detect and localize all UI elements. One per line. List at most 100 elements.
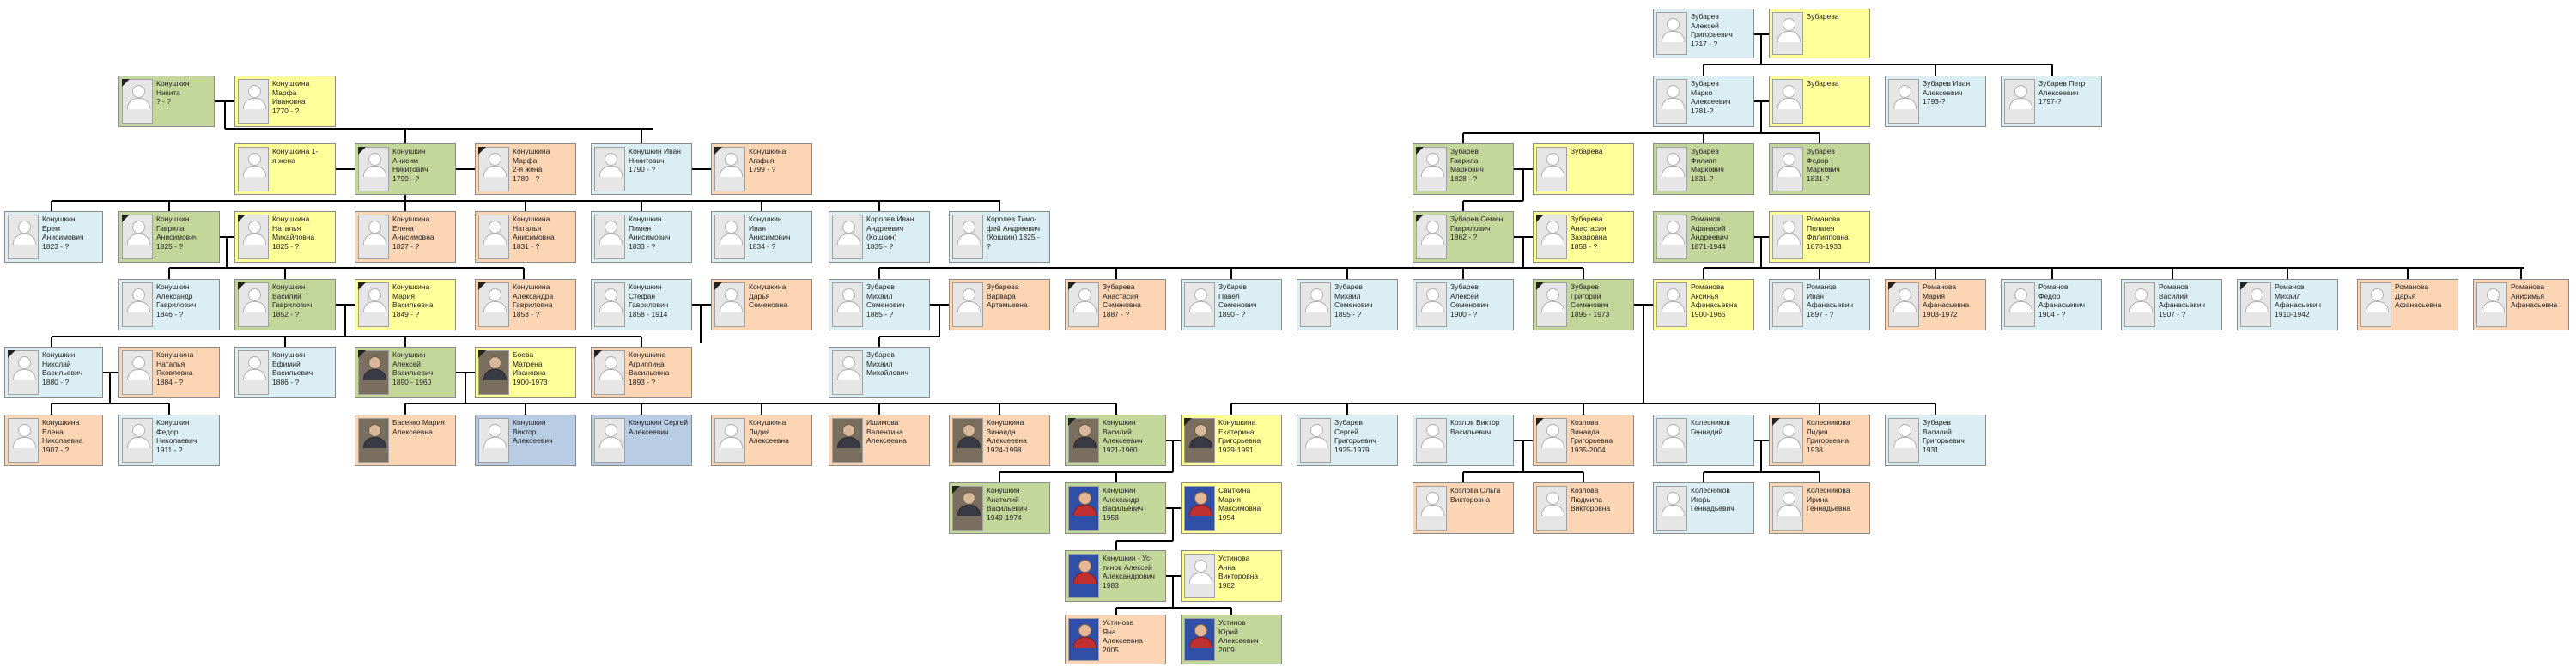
person-card[interactable]: Романова Мария Афанасьевна 1903-1972 (1885, 279, 1986, 330)
person-card[interactable]: Козлова Ольга Викторовна (1413, 482, 1514, 534)
person-card[interactable]: Конушкин Стефан Гаврилович 1858 - 1914 (591, 279, 692, 330)
person-card[interactable]: Королев Иван Андреевич (Кошкин) 1835 - ? (829, 211, 930, 263)
person-card[interactable]: Ишимова Валентина Алексеевна (829, 415, 930, 466)
person-card[interactable]: Конушкина Елена Анисимовна 1827 - ? (355, 211, 456, 263)
person-card[interactable]: Конушкин Ерем Анисимович 1823 - ? (4, 211, 103, 263)
person-card[interactable]: Зубарева (1533, 143, 1634, 195)
person-card[interactable]: Романова Анисимья Афанасьевна (2473, 279, 2569, 330)
person-card[interactable]: Конушкин Василий Гаврилович 1852 - ? (234, 279, 336, 330)
person-card[interactable]: Конушкин Анисим Никитович 1799 - ? (355, 143, 456, 195)
person-card[interactable]: Зубарев Гаврила Маркович 1828 - ? (1413, 143, 1514, 195)
person-card[interactable]: Королев Тимо- фей Андреевич (Кошкин) 182… (949, 211, 1050, 263)
person-label: Устинова Анна Викторовна 1982 (1218, 554, 1259, 590)
person-card[interactable]: Зубарев Михаил Семенович 1895 - ? (1297, 279, 1398, 330)
person-card[interactable]: Зубарев Павел Семенович 1890 - ? (1181, 279, 1282, 330)
person-card[interactable]: Устинова Яна Алексеевна 2005 (1065, 615, 1166, 664)
person-card[interactable]: Конушкина Марфа 2-я жена 1789 - ? (475, 143, 576, 195)
person-placeholder-icon (1888, 282, 1919, 327)
person-card[interactable]: Конушкин Александр Васильевич 1953 (1065, 482, 1166, 534)
person-card[interactable]: Романова Дарья Афанасьевна (2357, 279, 2458, 330)
person-label: Конушкин Ерем Анисимович 1823 - ? (42, 215, 84, 251)
person-card[interactable]: Козлова Зинаида Григорьевна 1935-2004 (1533, 415, 1634, 466)
person-card[interactable]: Конушкин Анатолий Васильевич 1949-1974 (949, 482, 1050, 534)
person-label: Романов Михаил Афанасьевич 1910-1942 (2275, 282, 2322, 318)
person-card[interactable]: Устинов Юрий Алексеевич 2009 (1181, 615, 1282, 664)
person-card[interactable]: Конушкина Мария Васильевна 1849 - ? (355, 279, 456, 330)
person-card[interactable]: Колесникова Ирина Геннадьевна (1769, 482, 1870, 534)
person-card[interactable]: Конушкин Пимен Анисимович 1833 - ? (591, 211, 692, 263)
person-card[interactable]: Конушкина Екатерина Григорьевна 1929-199… (1181, 415, 1282, 466)
person-card[interactable]: Романов Михаил Афанасьевич 1910-1942 (2237, 279, 2338, 330)
person-card[interactable]: Конушкина Лидия Алексеевна (711, 415, 812, 466)
person-card[interactable]: Конушкин Алексей Васильевич 1890 - 1960 (355, 347, 456, 398)
person-card[interactable]: Романова Пелагея Филипповна 1878-1933 (1769, 211, 1870, 263)
person-card[interactable]: Романов Иван Афанасьевич 1897 - ? (1769, 279, 1870, 330)
person-card[interactable]: Конушкин Иван Анисимович 1834 - ? (711, 211, 812, 263)
person-card[interactable]: Колесникова Лидия Григорьевна 1938 (1769, 415, 1870, 466)
person-card[interactable]: Зубарев Сергей Григорьевич 1925-1979 (1297, 415, 1398, 466)
person-card[interactable]: Конушкина Наталья Анисимовна 1831 - ? (475, 211, 576, 263)
person-card[interactable]: Зубарев Михаил Семенович 1885 - ? (829, 279, 930, 330)
person-card[interactable]: Зубарев Федор Маркович 1831-? (1769, 143, 1870, 195)
person-card[interactable]: Романова Аксинья Афанасьевна 1900-1965 (1653, 279, 1754, 330)
person-card[interactable]: Конушкина Агриппина Васильевна 1893 - ? (591, 347, 692, 398)
person-card[interactable]: Зубарев Иван Алексеевич 1793-? (1885, 76, 1986, 127)
person-card[interactable]: Конушкин Ефимий Васильевич 1886 - ? (234, 347, 336, 398)
person-card[interactable]: Романов Афанасий Андреевич 1871-1944 (1653, 211, 1754, 263)
person-card[interactable]: Романов Василий Афанасьевич 1907 - ? (2121, 279, 2222, 330)
person-card[interactable]: Конушкин Александр Гаврилович 1846 - ? (118, 279, 220, 330)
person-card[interactable]: Конушкина Марфа Ивановна 1770 - ? (234, 76, 336, 127)
person-card[interactable]: Боева Матрена Ивановна 1900-1973 (475, 347, 576, 398)
person-card[interactable]: Зубарев Михаил Михайлович (829, 347, 930, 398)
person-card[interactable]: Устинова Анна Викторовна 1982 (1181, 550, 1282, 602)
person-card[interactable]: Козлова Людмила Викторовна (1533, 482, 1634, 534)
person-card[interactable]: Колесников Геннадий (1653, 415, 1754, 466)
person-photo (1068, 554, 1099, 598)
person-card[interactable]: Зубарева (1769, 76, 1870, 127)
person-card[interactable]: Конушкина Александра Гавриловна 1853 - ? (475, 279, 576, 330)
person-card[interactable]: Конушкин Василий Алексеевич 1921-1960 (1065, 415, 1166, 466)
person-card[interactable]: Конушкина Наталья Михайловна 1825 - ? (234, 211, 336, 263)
person-card[interactable]: Конушкина Зинаида Алексеевна 1924-1998 (949, 415, 1050, 466)
person-card[interactable]: Зубарев Петр Алексеевич 1797-? (2001, 76, 2102, 127)
person-card[interactable]: Зубарев Марко Алексеевич 1781-? (1653, 76, 1754, 127)
person-card[interactable]: Конушкин Сергей Алексеевич (591, 415, 692, 466)
person-card[interactable]: Зубарев Алексей Семенович 1900 - ? (1413, 279, 1514, 330)
person-card[interactable]: Конушкина Наталья Яковлевна 1884 - ? (118, 347, 220, 398)
person-card[interactable]: Конушкин Виктор Алексеевич (475, 415, 576, 466)
person-card[interactable]: Конушкин Никита ? - ? (118, 76, 215, 127)
person-card[interactable]: Зубарев Василий Григорьевич 1931 (1885, 415, 1986, 466)
person-card[interactable]: Конушкин - Ус- тинов Алексей Александров… (1065, 550, 1166, 602)
person-placeholder-icon (2476, 282, 2507, 327)
person-card[interactable]: Романов Федор Афанасьевич 1904 - ? (2001, 279, 2102, 330)
person-card[interactable]: Конушкин Иван Никитович 1790 - ? (591, 143, 692, 195)
person-card[interactable]: Конушкина Елена Николаевна 1907 - ? (4, 415, 103, 466)
person-label: Зубарева Анастасия Захаровна 1858 - ? (1571, 215, 1607, 251)
person-card[interactable]: Зубарева Анастасия Семеновна 1887 - ? (1065, 279, 1166, 330)
person-card[interactable]: Конушкина 1- я жена (234, 143, 336, 195)
person-label: Конушкин - Ус- тинов Алексей Александров… (1103, 554, 1155, 590)
person-card[interactable]: Свиткина Мария Максимовна 1954 (1181, 482, 1282, 534)
person-card[interactable]: Басенко Мария Алексеевна (355, 415, 456, 466)
person-card[interactable]: Конушкин Гаврила Анисимович 1825 - ? (118, 211, 220, 263)
person-card[interactable]: Конушкин Федор Николаевич 1911 - ? (118, 415, 220, 466)
person-card[interactable]: Конушкин Николай Васильевич 1880 - ? (4, 347, 103, 398)
person-card[interactable]: Конушкина Агафья 1799 - ? (711, 143, 812, 195)
person-label: Романова Дарья Афанасьевна (2395, 282, 2442, 309)
person-label: Конушкина Лидия Алексеевна (749, 418, 789, 445)
person-card[interactable]: Зубарева (1769, 9, 1870, 58)
person-card[interactable]: Зубарева Варвара Артемьевна (949, 279, 1050, 330)
person-label: Зубарев Иван Алексеевич 1793-? (1923, 79, 1971, 106)
person-card[interactable]: Зубарев Алексей Григорьевич 1717 - ? (1653, 9, 1754, 58)
person-card[interactable]: Зубарев Григорий Семенович 1895 - 1973 (1533, 279, 1634, 330)
person-card[interactable]: Зубарев Филипп Маркович 1831-? (1653, 143, 1754, 195)
person-placeholder-icon (1536, 215, 1567, 259)
person-label: Конушкина Зинаида Алексеевна 1924-1998 (987, 418, 1027, 454)
person-card[interactable]: Козлов Виктор Васильевич (1413, 415, 1514, 466)
person-card[interactable]: Зубарев Семен Гаврилович 1862 - ? (1413, 211, 1514, 263)
person-card[interactable]: Зубарева Анастасия Захаровна 1858 - ? (1533, 211, 1634, 263)
person-card[interactable]: Конушкина Дарья Семеновна (711, 279, 812, 330)
person-label: Конушкин Иван Никитович 1790 - ? (629, 147, 681, 173)
person-card[interactable]: Колесников Игорь Геннадьевич (1653, 482, 1754, 534)
